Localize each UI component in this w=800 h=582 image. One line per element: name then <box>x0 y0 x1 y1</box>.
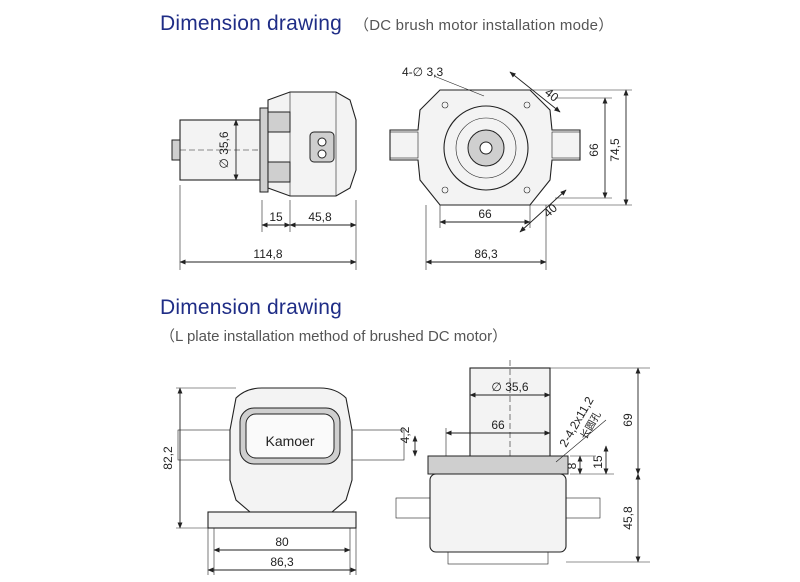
front2-dim-86-3: 86,3 <box>270 555 294 569</box>
front1-dim-86-3: 86,3 <box>474 247 498 261</box>
side2-dim-66: 66 <box>491 418 505 432</box>
front1-dim-40-top: 40 <box>542 85 561 104</box>
front-view-2: Kamoer 82,2 80 86,3 <box>161 387 405 575</box>
side1-diameter: ∅ 35,6 <box>217 131 231 168</box>
side-view-2: ∅ 35,6 66 4,2 2-4,2x11,2 长圆孔 8 15 69 45,… <box>395 360 650 565</box>
side1-dim-15: 15 <box>269 210 283 224</box>
motor-shaft-end <box>171 139 181 161</box>
kamoer-logo: Kamoer <box>265 433 314 449</box>
side2-dim-4-2: 4,2 <box>398 426 412 443</box>
front2-dim-82-2: 82,2 <box>161 446 175 470</box>
section1-heading: Dimension drawing （DC brush motor instal… <box>160 12 613 36</box>
l-plate-top <box>427 455 569 475</box>
side1-dim-45-8: 45,8 <box>308 210 332 224</box>
side1-dim-114-8: 114,8 <box>253 247 282 261</box>
side2-dim-69: 69 <box>621 413 635 427</box>
section1-title: Dimension drawing <box>160 12 342 35</box>
front1-dim-66-v: 66 <box>587 143 601 157</box>
front2-dim-80: 80 <box>275 535 289 549</box>
side2-diameter: ∅ 35,6 <box>491 380 528 394</box>
mount-flange <box>259 107 269 193</box>
left-port <box>177 429 231 461</box>
section2-title: Dimension drawing <box>160 296 342 319</box>
front1-holes: 4-∅ 3,3 <box>402 65 443 79</box>
side2-dim-45-8: 45,8 <box>621 506 635 530</box>
side2-dim-8: 8 <box>565 462 579 469</box>
front1-dim-74-5: 74,5 <box>608 138 622 162</box>
front-view-1: 4-∅ 3,3 40 40 66 74,5 66 86,3 <box>389 65 632 270</box>
pump-head-side-2 <box>429 473 567 553</box>
section2-subtitle: （L plate installation method of brushed … <box>160 328 508 345</box>
front1-dim-66-h: 66 <box>478 207 492 221</box>
l-plate <box>207 511 357 529</box>
right-port <box>351 429 405 461</box>
side-view-1: ∅ 35,6 15 45,8 114,8 <box>171 91 357 270</box>
front1-dim-40-bottom: 40 <box>541 201 561 221</box>
side2-dim-15: 15 <box>591 455 605 469</box>
port-cluster <box>309 131 335 163</box>
section1-subtitle: （DC brush motor installation mode） <box>354 17 614 34</box>
